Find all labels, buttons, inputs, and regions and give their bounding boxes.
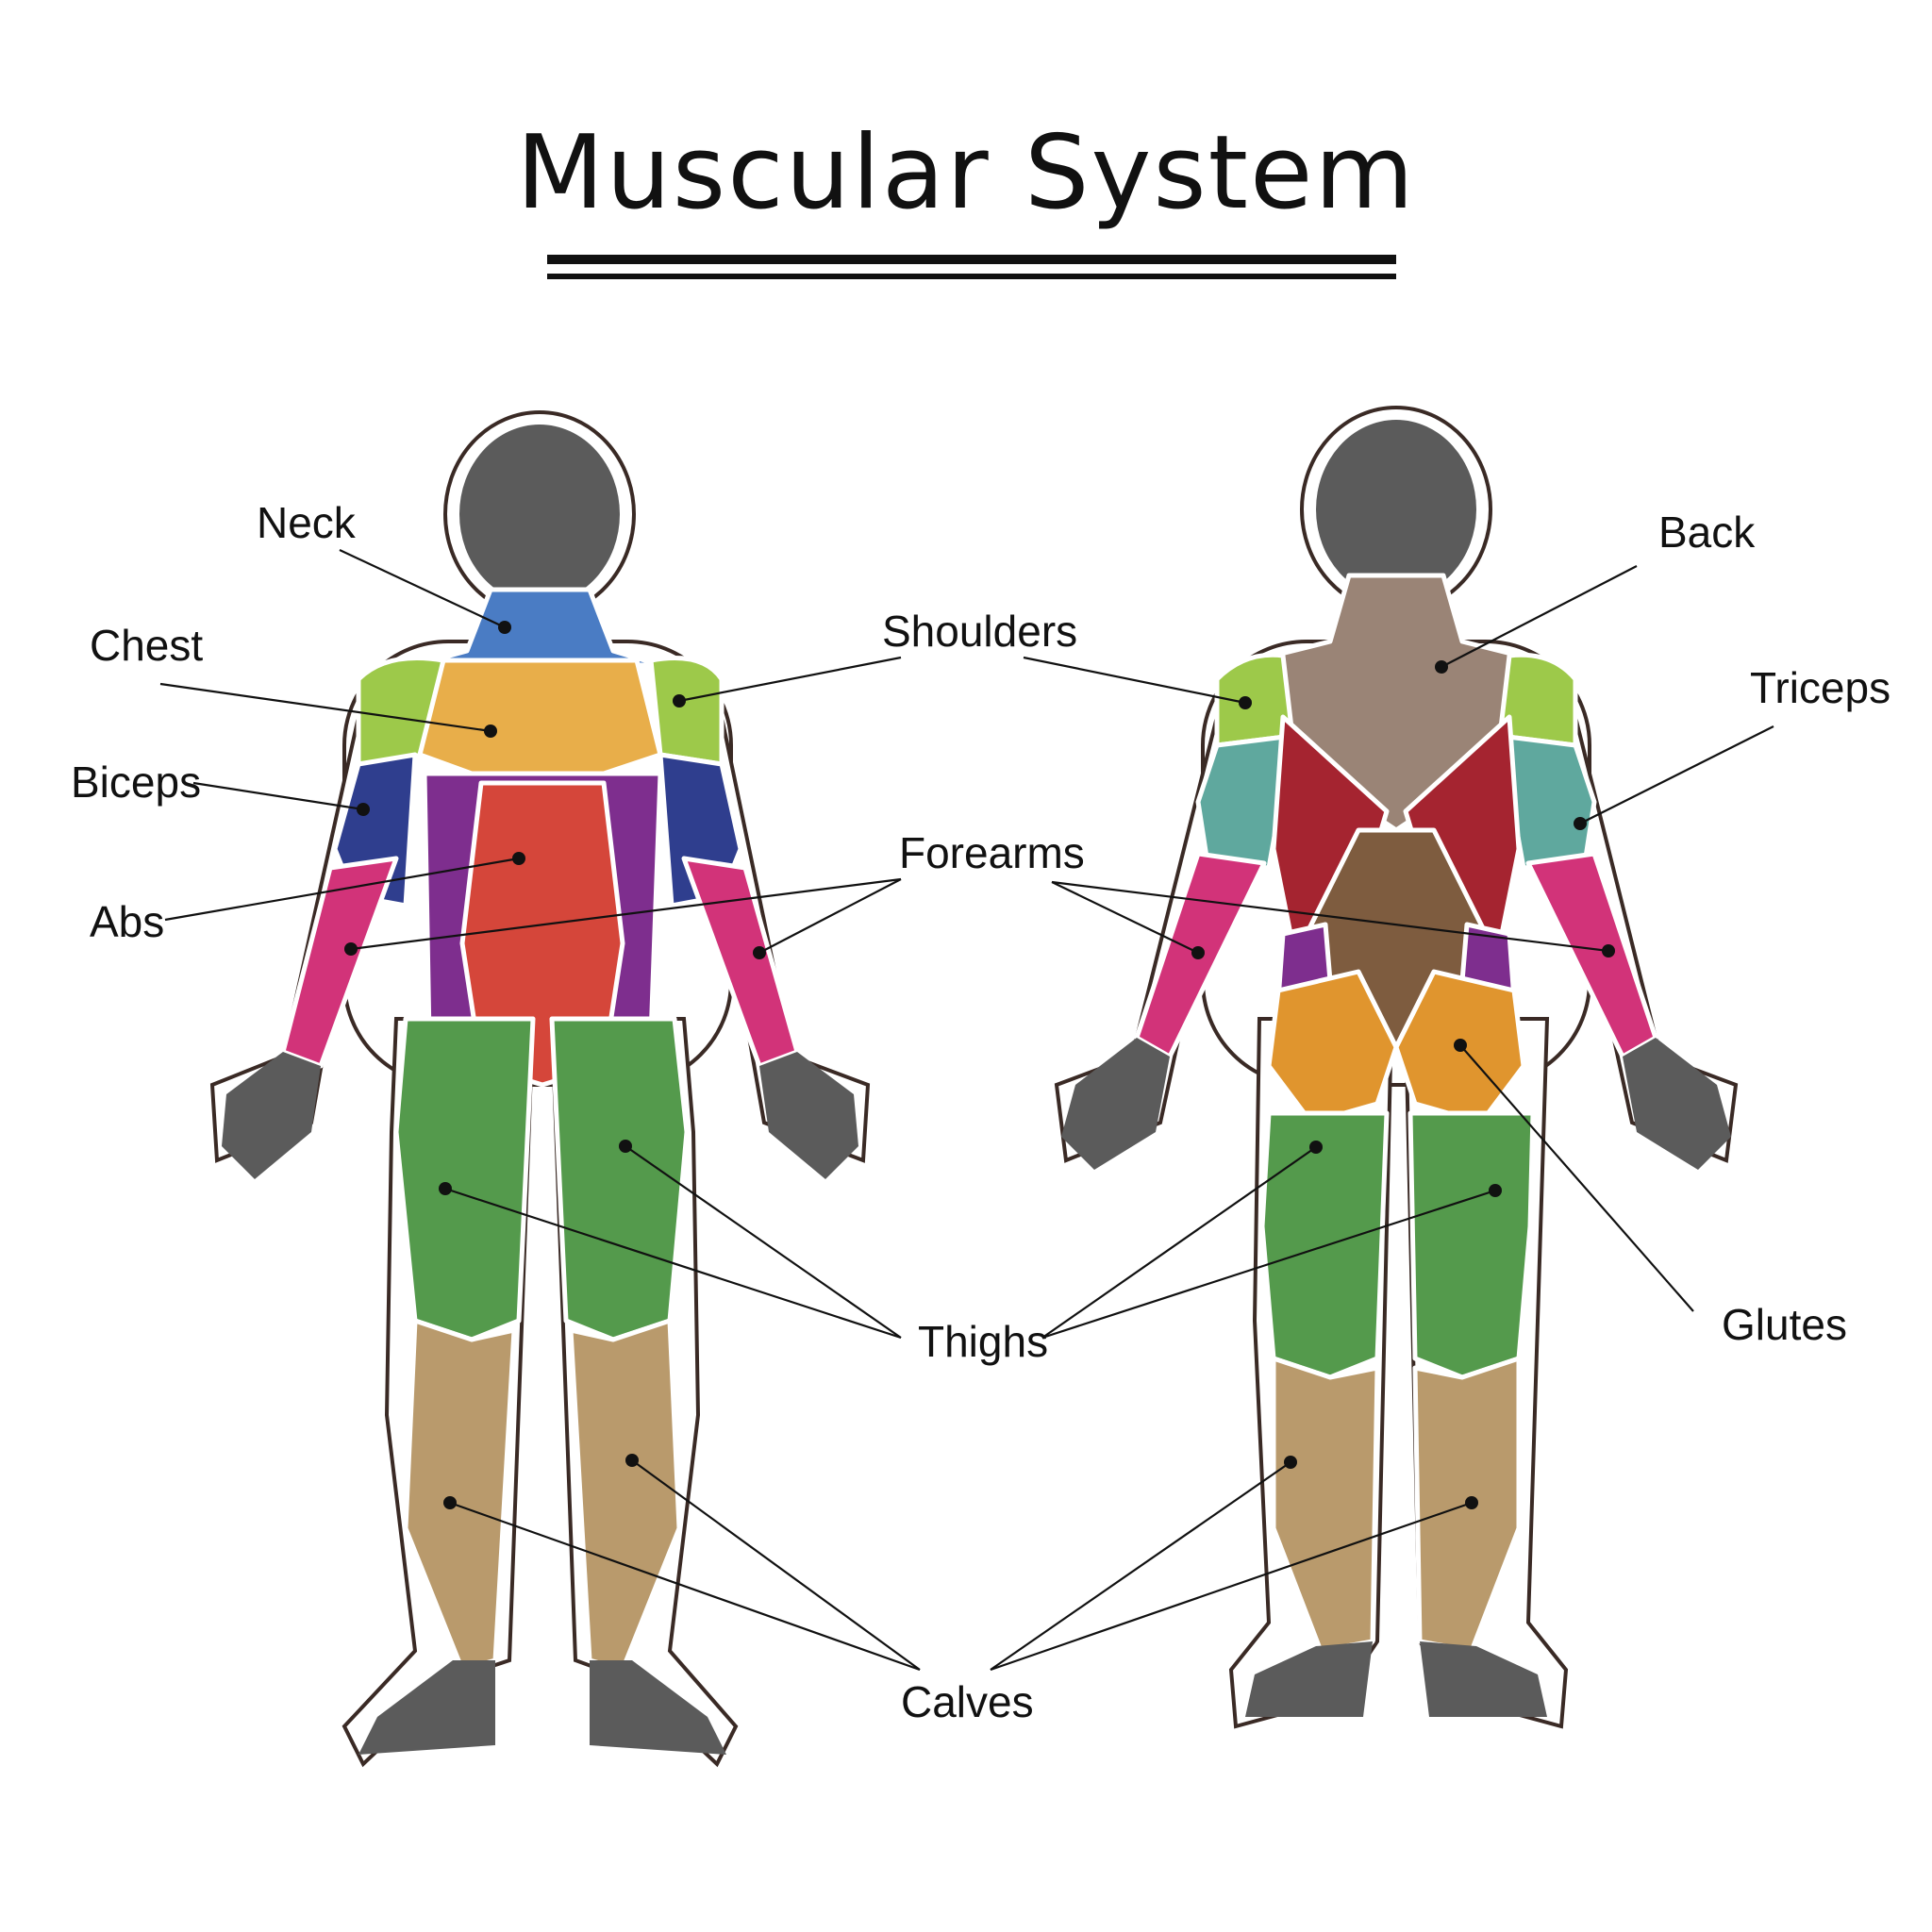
front-thigh-right [549,1016,690,1342]
dot-calves-1 [443,1496,457,1509]
label-back: Back [1658,508,1756,557]
back-hand-right [1623,1038,1731,1170]
leader-thighs-4 [1041,1189,1496,1340]
dot-thighs-3 [1309,1141,1323,1154]
leader-biceps [192,781,364,811]
front-hand-right [759,1052,858,1179]
leader-thighs-2 [625,1145,902,1339]
leader-forearms-2 [758,878,902,954]
front-thigh-left [393,1016,536,1342]
dot-thighs-2 [619,1140,632,1153]
leader-triceps [1579,725,1774,824]
front-head [459,425,620,604]
front-neck-muscle [412,587,663,668]
leader-forearms-4 [1051,880,1609,953]
leader-thighs-1 [444,1187,902,1340]
label-thighs: Thighs [918,1317,1048,1366]
front-hand-left [222,1052,321,1179]
labels: Neck Chest Biceps Abs Shoulders Forearms… [71,498,1890,1726]
leader-neck [339,549,506,628]
dot-thighs-4 [1489,1184,1502,1197]
dot-forearms-1 [344,942,358,956]
leader-calves-4 [990,1501,1473,1672]
front-figure [209,410,871,1768]
back-glute-left [1266,969,1399,1125]
back-foot-right [1420,1641,1547,1717]
label-neck: Neck [257,498,357,547]
leader-calves-2 [631,1459,921,1671]
page-title: Muscular System [516,114,1415,232]
leader-forearms-3 [1051,881,1199,954]
title-underline-bottom [547,274,1396,279]
front-foot-right [590,1660,726,1755]
back-hand-left [1061,1038,1170,1170]
leader-thighs-3 [1041,1146,1317,1339]
leader-abs [164,857,520,922]
dot-glutes [1454,1039,1467,1052]
front-shoulder-right [648,656,724,767]
back-thigh-right [1407,1110,1536,1380]
leader-chest [159,682,491,733]
dot-forearms-3 [1191,946,1205,959]
label-triceps: Triceps [1750,663,1890,712]
title-underline-top [547,255,1396,264]
label-biceps: Biceps [71,758,201,807]
leader-calves-1 [449,1501,921,1672]
dot-calves-2 [625,1454,639,1467]
dot-shoulders-front [673,694,686,708]
dot-forearms-4 [1602,944,1615,958]
dot-calves-4 [1465,1496,1478,1509]
label-forearms: Forearms [899,828,1085,877]
leader-calves-3 [990,1461,1291,1671]
dot-triceps [1574,817,1587,830]
dot-shoulders-back [1239,696,1252,709]
front-foot-left [358,1660,495,1755]
dot-neck [498,621,511,634]
leader-glutes [1459,1044,1694,1312]
dot-biceps [357,803,370,816]
label-glutes: Glutes [1722,1300,1847,1349]
leader-back [1441,565,1638,668]
leader-shoulders-back [1023,656,1246,705]
leader-shoulders-front [678,656,902,703]
back-foot-left [1245,1641,1373,1717]
back-head [1316,420,1476,599]
back-shoulder-left [1214,652,1295,748]
dot-thighs-1 [439,1182,452,1195]
back-shoulder-right [1497,652,1578,748]
leader-lines [159,549,1774,1672]
dot-forearms-2 [753,946,766,959]
label-abs: Abs [90,897,164,946]
back-figure [1054,406,1739,1729]
dot-calves-3 [1284,1456,1297,1469]
leader-forearms-1 [350,877,902,951]
dot-abs [512,852,525,865]
front-chest [417,658,663,786]
label-calves: Calves [901,1677,1034,1726]
label-shoulders: Shoulders [882,607,1077,656]
dot-chest [484,724,497,738]
label-chest: Chest [90,621,203,670]
dot-back [1435,660,1448,674]
